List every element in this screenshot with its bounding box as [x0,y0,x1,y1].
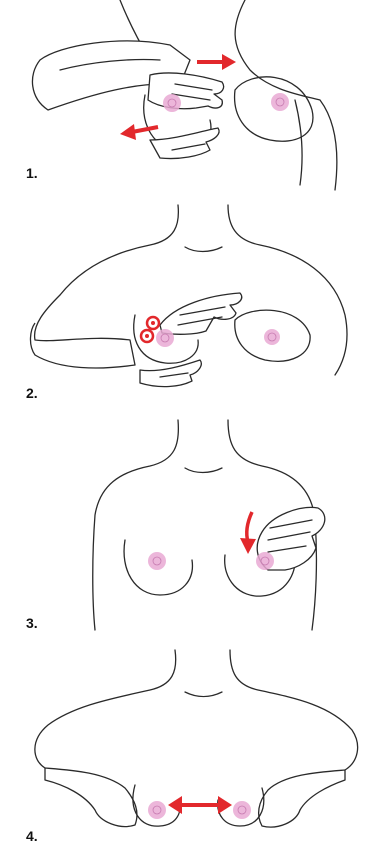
step-3-panel: 3. [0,420,385,635]
step-4-panel: 4. [0,650,385,855]
step-2-label: 2. [26,385,38,401]
step-2-illustration [0,205,385,410]
step-1-panel: 1. [0,0,385,200]
step-1-illustration [0,0,385,200]
step-4-label: 4. [26,828,38,844]
step-3-label: 3. [26,615,38,631]
step-4-illustration [0,650,385,855]
step-1-label: 1. [26,165,38,181]
step-2-panel: 2. [0,205,385,410]
step-3-illustration [0,420,385,635]
